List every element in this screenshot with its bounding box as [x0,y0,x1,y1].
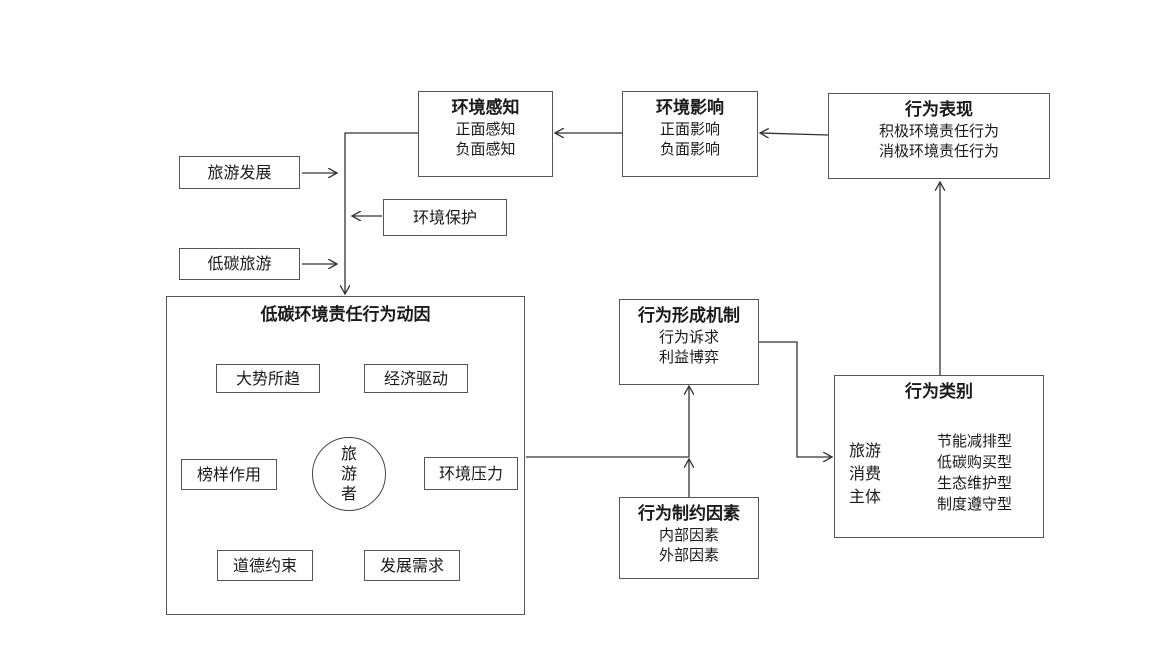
factor-role-model: 榜样作用 [181,459,277,490]
tourist-char-3: 者 [340,484,357,503]
constraint-line-2: 外部因素 [658,546,719,564]
formation-line-1: 行为诉求 [658,328,719,346]
arrow-performance-to-influence [760,133,829,135]
constraint-box: 行为制约因素 内部因素 外部因素 [619,497,759,579]
factor-development: 发展需求 [364,550,460,581]
category-types: 节能减排型 低碳购买型 生态维护型 制度遵守型 [937,431,1012,515]
env-influence-title: 环境影响 [656,98,724,118]
factor-env-pressure: 环境压力 [424,457,518,490]
constraint-line-1: 内部因素 [658,526,719,544]
tourist-circle: 旅 游 者 [312,437,386,511]
constraint-title: 行为制约因素 [638,504,740,524]
env-perception-line-2: 负面感知 [455,140,516,158]
factor-trend: 大势所趋 [216,364,320,393]
behavior-performance-box: 行为表现 积极环境责任行为 消极环境责任行为 [828,93,1050,179]
low-carbon-tourism-label: 低碳旅游 [179,248,300,280]
env-perception-line-1: 正面感知 [455,120,516,138]
category-type-1: 节能减排型 [937,432,1013,450]
formation-box: 行为形成机制 行为诉求 利益博弈 [619,299,759,385]
category-title: 行为类别 [905,382,973,402]
formation-line-2: 利益博弈 [658,348,719,366]
env-influence-line-1: 正面影响 [659,120,720,138]
behavior-performance-line-1: 积极环境责任行为 [878,122,999,140]
env-perception-box: 环境感知 正面感知 负面感知 [418,91,553,177]
category-type-2: 低碳购买型 [937,453,1013,471]
arrow-formation-to-category [759,341,832,457]
category-subject: 旅游 消费 主体 [849,439,881,508]
environmental-protection-label: 环境保护 [383,199,507,236]
env-influence-line-2: 负面影响 [659,140,720,158]
factor-moral: 道德约束 [217,550,313,581]
category-subject-1: 旅游 [849,441,882,460]
category-subject-2: 消费 [849,464,882,483]
behavior-performance-line-2: 消极环境责任行为 [878,142,999,160]
formation-title: 行为形成机制 [638,306,740,326]
motivation-title: 低碳环境责任行为动因 [260,305,431,325]
factor-economy: 经济驱动 [364,364,468,393]
tourist-char-2: 游 [340,464,357,483]
env-perception-title: 环境感知 [451,98,520,118]
env-influence-box: 环境影响 正面影响 负面影响 [622,91,758,177]
category-type-4: 制度遵守型 [937,495,1013,513]
arrow-motivation-to-formation [526,386,689,458]
category-type-3: 生态维护型 [937,474,1013,492]
category-subject-3: 主体 [849,487,882,506]
category-box: 行为类别 [834,375,1044,538]
tourism-development-label: 旅游发展 [179,156,300,189]
tourist-char-1: 旅 [340,444,357,463]
behavior-performance-title: 行为表现 [905,100,973,120]
